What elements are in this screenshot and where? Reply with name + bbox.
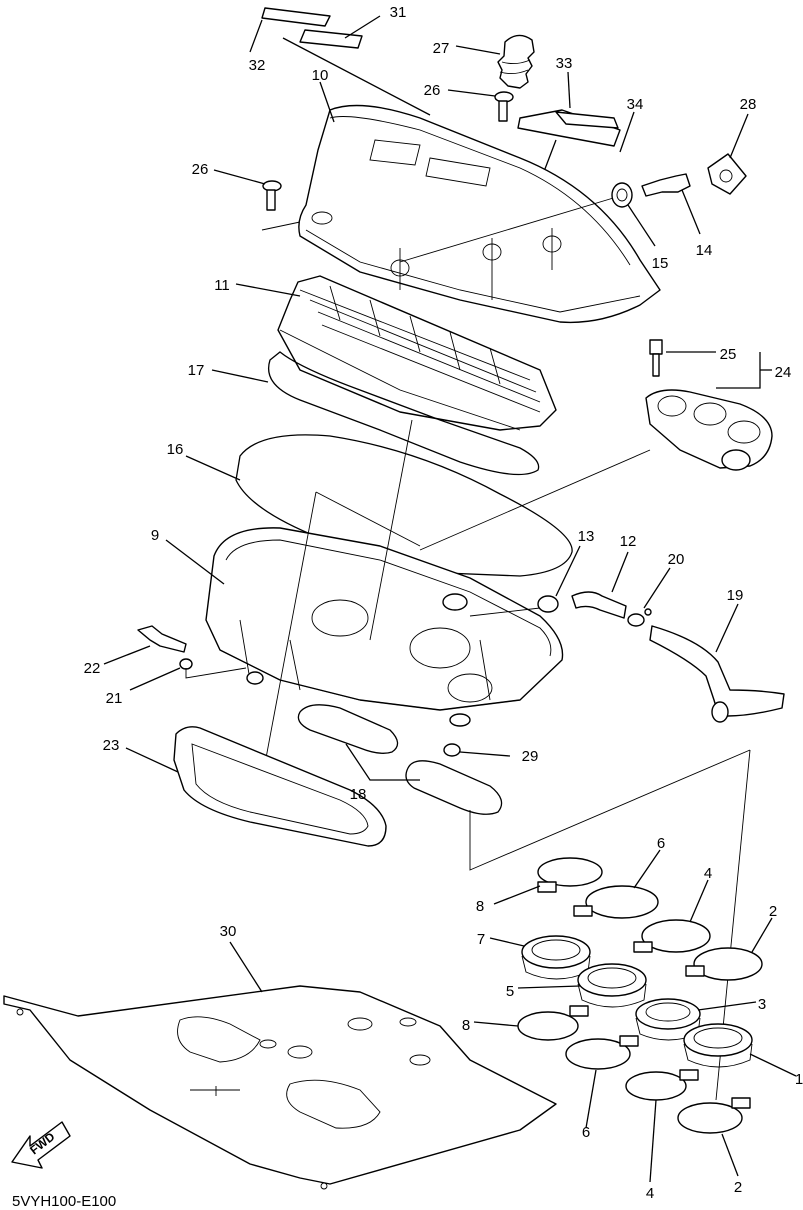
callout-c26b: 26 <box>192 161 209 178</box>
part-33-34-decal <box>517 71 635 183</box>
part-28-clip <box>707 113 749 195</box>
callout-c2b: 2 <box>734 1179 742 1196</box>
part-24-joint <box>419 352 773 551</box>
part-10-airbox-cover <box>298 81 661 324</box>
part-26-screw-top <box>447 89 514 122</box>
callout-c16: 16 <box>167 441 184 458</box>
callout-c12: 12 <box>620 533 637 550</box>
callout-c23: 23 <box>103 737 120 754</box>
callout-c28: 28 <box>740 96 757 113</box>
callout-c33: 33 <box>556 55 573 72</box>
callout-c34: 34 <box>627 96 644 113</box>
clamp-set <box>473 849 797 1183</box>
part-13-cap <box>469 545 581 617</box>
callout-c30: 30 <box>220 923 237 940</box>
part-25-bolt <box>649 339 716 377</box>
part-16-seal <box>185 434 573 577</box>
part-18-orings <box>297 704 503 815</box>
callout-c6b: 6 <box>582 1124 590 1141</box>
callout-c1: 1 <box>795 1071 803 1088</box>
part-15-grommet <box>611 182 656 247</box>
callout-c17: 17 <box>188 362 205 379</box>
callout-c32: 32 <box>249 57 266 74</box>
callout-c3: 3 <box>758 996 766 1013</box>
part-20-clamp <box>627 567 671 627</box>
part-31-32-decal <box>249 7 431 116</box>
callout-c19: 19 <box>727 587 744 604</box>
callout-c21: 21 <box>106 690 123 707</box>
callout-c24: 24 <box>775 364 792 381</box>
callout-c5: 5 <box>506 983 514 1000</box>
callout-c27: 27 <box>433 40 450 57</box>
part-9-airbox-case <box>165 419 564 791</box>
callout-c11: 11 <box>214 277 230 294</box>
part-17-gasket <box>211 351 540 476</box>
part-22-bracket <box>103 625 187 665</box>
callout-c26a: 26 <box>424 82 441 99</box>
callout-c13: 13 <box>578 528 595 545</box>
part-26-screw-left <box>213 169 301 231</box>
part-27-grommet <box>455 34 535 89</box>
callout-c2a: 2 <box>769 903 777 920</box>
callout-c9: 9 <box>151 527 159 544</box>
callout-c15: 15 <box>652 255 669 272</box>
part-23-gasket <box>125 726 387 847</box>
part-12-hose <box>571 551 629 619</box>
callout-c31a: 31 <box>390 4 407 21</box>
callout-c10: 10 <box>312 67 329 84</box>
callout-c20: 20 <box>668 551 685 568</box>
callout-c8b: 8 <box>462 1017 470 1034</box>
fwd-arrow-icon: FWD <box>11 1121 71 1169</box>
callout-c14: 14 <box>696 242 713 259</box>
part-29-clip <box>443 743 511 757</box>
callout-c25: 25 <box>720 346 737 363</box>
part-19-hose <box>649 603 785 723</box>
part-14-nipple <box>641 173 701 235</box>
callout-c4b: 4 <box>646 1185 654 1202</box>
callout-c4a: 4 <box>704 865 712 882</box>
part-30-plate <box>3 941 557 1190</box>
diagram-code: 5VYH100-E100 <box>12 1193 116 1210</box>
callout-c8a: 8 <box>476 898 484 915</box>
part-11-air-filter <box>235 275 557 431</box>
callout-c29: 29 <box>522 748 539 765</box>
callout-c22: 22 <box>84 660 101 677</box>
callout-c6a: 6 <box>657 835 665 852</box>
part-21-bolt <box>129 658 247 691</box>
callout-c18: 18 <box>350 786 367 803</box>
callout-c7: 7 <box>477 931 485 948</box>
